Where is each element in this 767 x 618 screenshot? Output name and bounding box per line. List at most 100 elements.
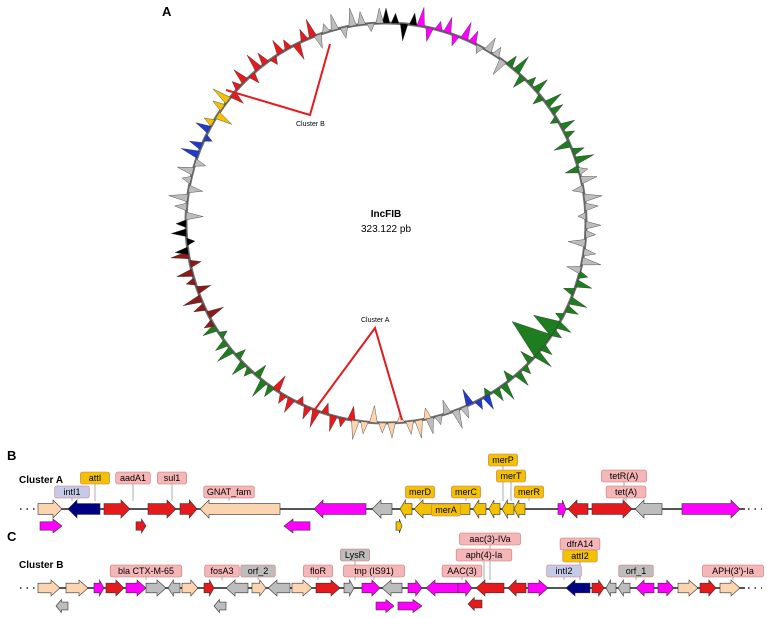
cluster-a-callout bbox=[312, 325, 403, 421]
cluster-b-label-7: aac(3)-IVa bbox=[469, 534, 510, 544]
cluster-a-gene-16 bbox=[567, 499, 589, 519]
ring-gene-98 bbox=[203, 319, 216, 329]
cluster-b-label-2: fosA3 bbox=[210, 566, 233, 576]
cluster-a-lower-gene-4 bbox=[395, 518, 403, 534]
ring-gene-79 bbox=[338, 417, 347, 428]
ring-gene-36 bbox=[577, 211, 587, 221]
ring-gene-89 bbox=[252, 378, 268, 397]
ring-gene-65 bbox=[451, 408, 463, 429]
panel-c-label: C bbox=[7, 529, 17, 544]
ring-gene-81 bbox=[320, 402, 329, 415]
ring-gene-130 bbox=[246, 54, 262, 72]
cluster-b-lower-gene-2 bbox=[213, 598, 227, 614]
cluster-a-gene-3 bbox=[103, 499, 131, 519]
ring-gene-16 bbox=[505, 55, 517, 69]
ring-gene-137 bbox=[305, 18, 317, 39]
ring-gene-122 bbox=[203, 117, 216, 127]
cluster-b-gene-22 bbox=[507, 579, 527, 597]
plasmid-name: IncFIB bbox=[371, 209, 402, 220]
cluster-a-gene-7 bbox=[313, 499, 367, 519]
cluster-b-gene-8 bbox=[181, 579, 199, 597]
cluster-b-label-3-box bbox=[240, 564, 276, 578]
ring-gene-132 bbox=[269, 55, 278, 65]
cluster-b-label-8: aph(4)-Ia bbox=[466, 550, 503, 560]
ring-gene-105 bbox=[189, 259, 202, 269]
cluster-b-gene-4 bbox=[105, 579, 125, 597]
ring-gene-21 bbox=[532, 93, 545, 105]
ring-gene-83 bbox=[302, 405, 312, 420]
ring-gene-73 bbox=[387, 422, 396, 438]
ring-gene-131 bbox=[257, 52, 270, 66]
ring-gene-141 bbox=[339, 26, 348, 39]
ring-gene-88 bbox=[264, 384, 275, 398]
ring-gene-107 bbox=[174, 246, 189, 255]
cluster-b-label-13: orf_1 bbox=[626, 566, 647, 576]
ring-gene-13 bbox=[484, 37, 496, 54]
cluster-b-gene-16 bbox=[361, 579, 381, 597]
ring-gene-95 bbox=[214, 339, 229, 352]
ring-gene-52 bbox=[539, 343, 553, 356]
ring-gene-57 bbox=[503, 370, 515, 383]
cluster-a-label-9-box bbox=[488, 453, 518, 467]
cluster-b-gene-12 bbox=[267, 579, 291, 597]
ring-gene-90 bbox=[253, 364, 267, 379]
ring-gene-25 bbox=[559, 119, 575, 132]
ring-gene-37 bbox=[585, 221, 602, 230]
cluster-b-gene-1 bbox=[37, 579, 61, 597]
ring-gene-113 bbox=[168, 193, 189, 202]
ring-gene-114 bbox=[188, 184, 204, 193]
cluster-a-gene-4 bbox=[147, 499, 177, 519]
ring-gene-15 bbox=[492, 58, 507, 75]
cluster-b-gene-5 bbox=[125, 579, 147, 597]
ring-gene-104 bbox=[176, 268, 194, 277]
ring-gene-24 bbox=[549, 115, 560, 124]
cluster-b-gene-17 bbox=[381, 579, 403, 597]
ring-gene-54 bbox=[520, 350, 534, 365]
ring-gene-102 bbox=[196, 285, 212, 295]
ring-gene-29 bbox=[574, 154, 595, 165]
cluster-b-gene-13 bbox=[291, 579, 313, 597]
cluster-b-label-8-box bbox=[455, 548, 513, 562]
cluster-a-label-13: tet(A) bbox=[615, 487, 637, 497]
ring-gene-100 bbox=[193, 303, 207, 313]
cluster-a-label-8: merA bbox=[435, 505, 457, 515]
ring-gene-64 bbox=[460, 405, 470, 419]
cluster-a-gene-11 bbox=[472, 498, 487, 520]
ring-gene-128 bbox=[233, 69, 249, 85]
panel-b-label: B bbox=[7, 448, 16, 463]
cluster-b-gene-30 bbox=[677, 579, 699, 597]
cluster-b-label-1: bla CTX-M-65 bbox=[118, 566, 174, 576]
cluster-b-label-5: LysR bbox=[345, 550, 366, 560]
cluster-a-label-8-box bbox=[431, 503, 461, 517]
ring-gene-117 bbox=[193, 158, 207, 167]
ring-gene-20 bbox=[532, 79, 548, 94]
ring-gene-142 bbox=[348, 8, 357, 27]
cluster-a-gene-6 bbox=[199, 499, 281, 519]
ring-gene-140 bbox=[330, 14, 339, 31]
cluster-b-gene-3 bbox=[93, 578, 105, 598]
ring-gene-large-2 bbox=[533, 314, 561, 337]
cluster-b-gene-11 bbox=[251, 579, 267, 597]
ring-gene-22 bbox=[544, 93, 562, 108]
ring-gene-135 bbox=[292, 42, 305, 60]
cluster-b-label-14: APH(3')-Ia bbox=[712, 566, 754, 576]
ring-gene-103 bbox=[185, 277, 197, 286]
ring-gene-115 bbox=[181, 176, 192, 185]
cluster-b-gene-25 bbox=[591, 579, 605, 597]
ring-gene-69 bbox=[423, 407, 432, 420]
cluster-a-label-12-box bbox=[601, 469, 647, 483]
ring-gene-61 bbox=[482, 393, 494, 410]
cluster-a-gene-13 bbox=[501, 498, 515, 520]
cluster-b-gene-18 bbox=[407, 579, 423, 597]
ring-gene-111 bbox=[185, 211, 204, 221]
ring-gene-76 bbox=[360, 421, 369, 435]
cluster-b-gene-7 bbox=[167, 579, 181, 597]
ring-gene-112 bbox=[174, 202, 188, 212]
ring-gene-121 bbox=[195, 122, 212, 134]
ring-gene-47 bbox=[564, 304, 580, 315]
plasmid-gene-features bbox=[168, 7, 603, 440]
ring-gene-124 bbox=[212, 100, 226, 112]
cluster-b-label-3: orf_2 bbox=[248, 566, 269, 576]
